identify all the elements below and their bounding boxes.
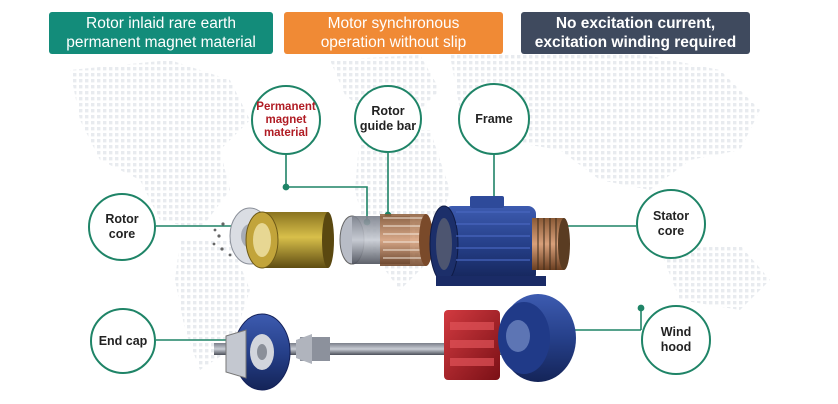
callout-rotor-line-2: core [108,227,136,241]
callout-stator-line-2: core [657,224,685,238]
banner-synchronous-line-1: Motor synchronous [327,15,460,32]
callout-endcap-line-1: End cap [98,333,148,348]
callout-stator-line-1: Stator [652,209,690,223]
banner-synchronous-operation: Motor synchronous operation without slip [284,12,503,54]
callout-frame-line-1: Frame [475,111,513,126]
banner-no-excitation: No excitation current, excitation windin… [521,12,750,54]
fan-part [444,310,500,380]
connector-dot-pm [282,183,290,191]
callout-end-cap: End cap [90,308,156,374]
rotor-guide-bar-part [339,214,433,266]
connector-dot-wind [637,304,645,312]
frame-part [429,196,546,286]
callout-wind-hood: Wind hood [641,305,711,375]
callout-wind-line-1: Wind [660,325,692,339]
end-cap-part [225,313,291,391]
callout-pm-line-1: Permanent [256,100,316,113]
stator-core-part [532,218,570,270]
rotor-magnet-part [245,211,334,269]
connector-permanent-magnet [285,155,368,222]
callout-wind-line-2: hood [660,340,692,354]
banner-rare-earth-magnet: Rotor inlaid rare earth permanent magnet… [49,12,273,54]
banner-excitation-line-1: No excitation current, [555,15,716,32]
callout-guide-line-1: Rotor [371,104,405,118]
banner-rare-earth-line-2: permanent magnet material [66,34,256,51]
banner-rare-earth-line-1: Rotor inlaid rare earth [86,15,236,32]
callout-permanent-magnet: Permanent magnet material [251,85,321,155]
callout-rotor-guide-bar: Rotor guide bar [354,85,422,153]
callout-stator-core: Stator core [636,189,706,259]
callout-rotor-line-1: Rotor [105,212,139,226]
callout-guide-line-2: guide bar [359,119,417,133]
banner-synchronous-line-2: operation without slip [320,34,467,51]
callout-frame: Frame [458,83,530,155]
callout-pm-line-2: magnet [265,113,307,126]
wind-hood-part [498,294,576,382]
callout-pm-line-3: material [263,126,309,139]
banner-excitation-line-2: excitation winding required [534,34,737,51]
callout-rotor-core: Rotor core [88,193,156,261]
